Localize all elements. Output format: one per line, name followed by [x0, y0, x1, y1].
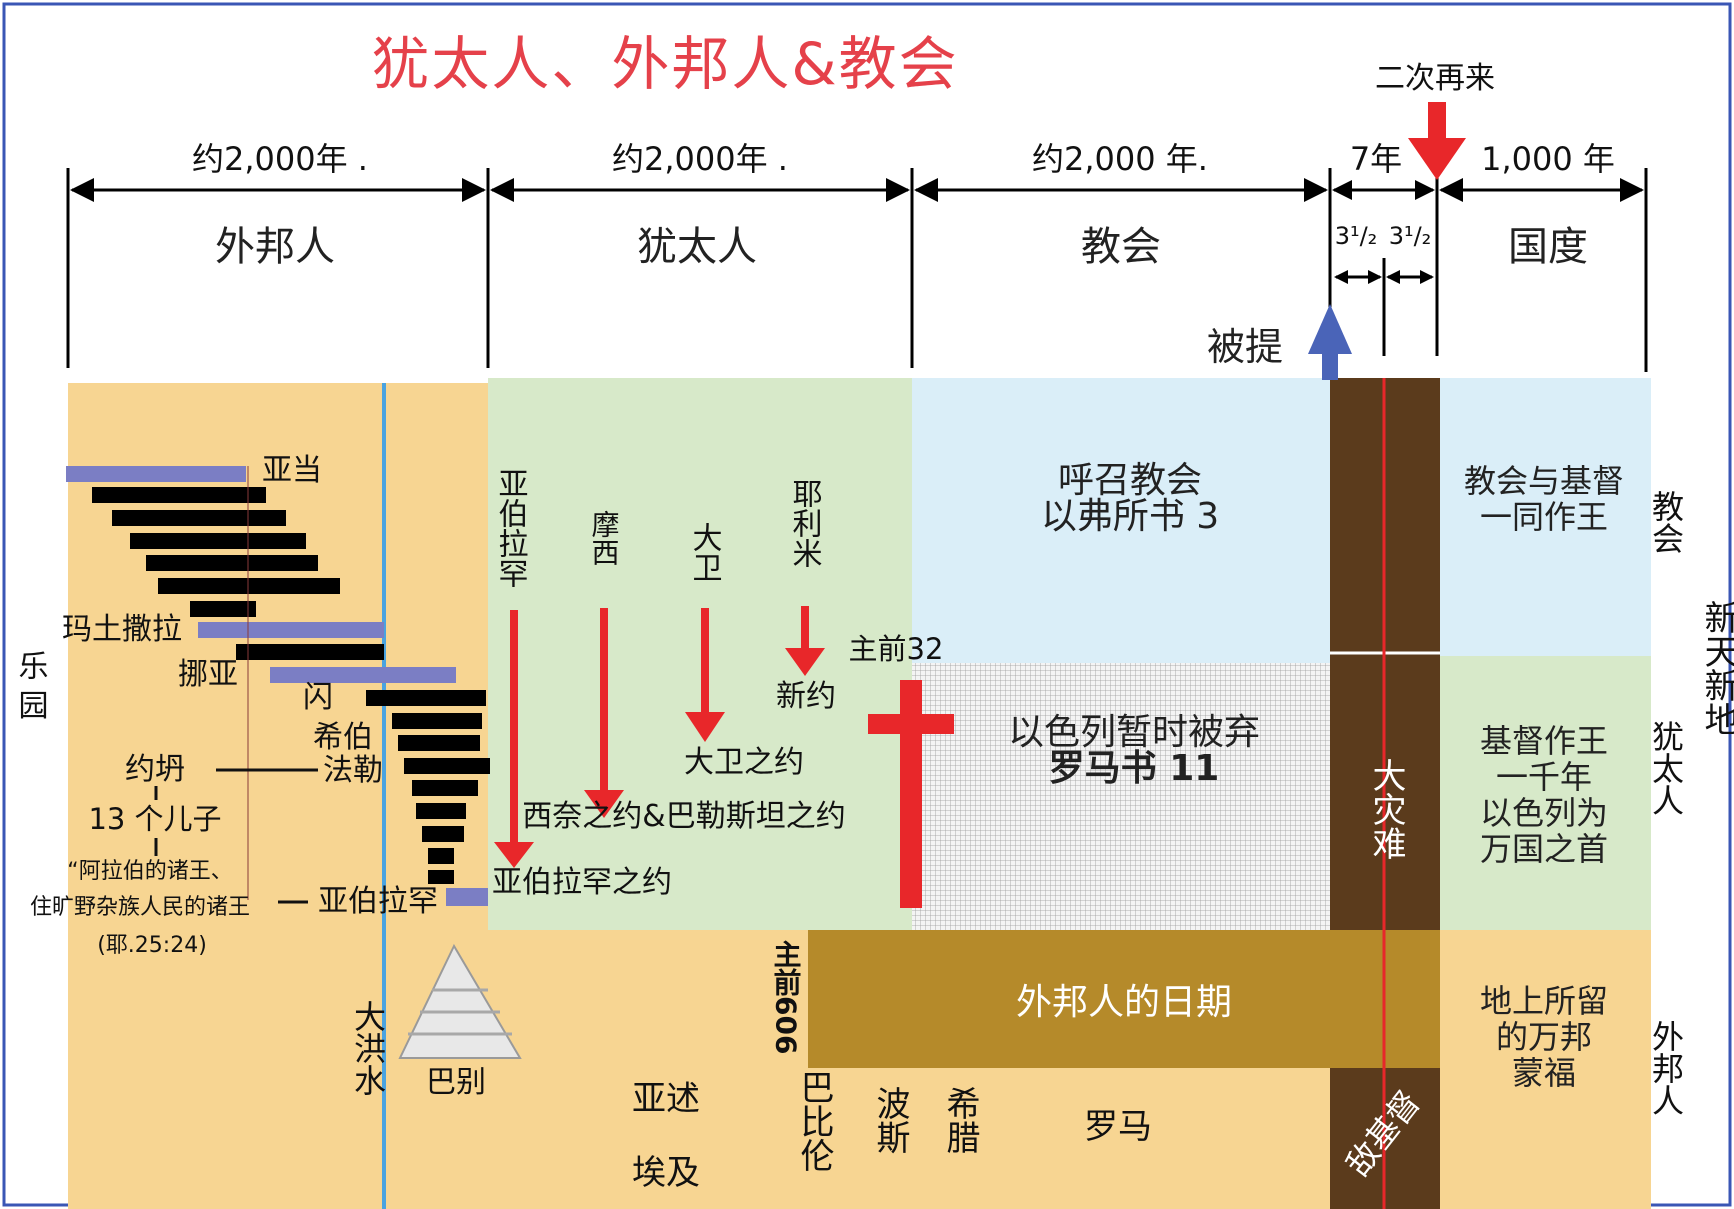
bar-methuselah — [198, 622, 384, 638]
chart-title: 犹太人、外邦人&教会 — [371, 30, 958, 98]
bar-noah — [270, 667, 456, 683]
kingdom-gentiles-line1: 地上所留 — [1480, 982, 1608, 1020]
row-label-gentiles: 外邦人 — [1647, 1020, 1685, 1116]
covenant-jeremiah-name: 耶利米 — [787, 478, 823, 568]
covenant-abraham-name: 亚伯拉罕 — [493, 468, 529, 588]
label-adam: 亚当 — [262, 453, 322, 488]
empire-egypt: 埃及 — [632, 1153, 700, 1193]
bar-shem — [366, 690, 486, 706]
label-noah: 挪亚 — [178, 657, 238, 692]
empire-babylon: 巴比伦 — [794, 1070, 834, 1172]
label-shem: 闪 — [303, 680, 333, 715]
span-seven-years: 7年 — [1350, 140, 1402, 178]
kingdom-church-line1: 教会与基督 — [1464, 462, 1624, 500]
israel-set-aside-line1: 以色列暂时被弃 — [1008, 712, 1260, 753]
paradise-label: 乐 园 — [13, 650, 48, 720]
row-label-church: 教会 — [1647, 490, 1685, 554]
covenant-arrows — [494, 606, 825, 868]
kingdom-jews-region — [1440, 656, 1651, 930]
covenant-moses-name: 摩西 — [588, 510, 621, 566]
empire-assyria: 亚述 — [632, 1079, 700, 1119]
covenant-david-name: 大卫 — [687, 522, 722, 582]
label-sons: 13 个儿子 — [88, 802, 221, 836]
second-coming-arrow — [1408, 102, 1466, 180]
lifespan-bars — [66, 466, 490, 906]
church-call-line1: 呼召教会 — [1058, 460, 1202, 501]
kingdom-jews-line2: 一千年 — [1496, 758, 1592, 796]
new-heaven-earth-label: 新天新地 — [1698, 600, 1734, 736]
second-coming-label: 二次再来 — [1375, 61, 1495, 96]
label-quote-2: 住旷野杂族人民的诸王 — [30, 895, 250, 920]
label-abraham: 亚伯拉罕 — [318, 884, 438, 919]
label-ref: (耶.25:24) — [97, 933, 207, 958]
kingdom-jews-line1: 基督作王 — [1480, 722, 1608, 760]
bc606-label: 主前606 — [770, 940, 803, 1055]
covenant-new: 新约 — [776, 679, 836, 714]
israel-set-aside-region — [912, 663, 1332, 930]
span-half-a: 3¹/₂ — [1335, 222, 1378, 250]
empire-persia: 波斯 — [870, 1086, 910, 1154]
kingdom-jews-line3: 以色列为 — [1480, 794, 1608, 832]
era-church: 教会 — [1081, 224, 1161, 270]
kingdom-gentiles-line2: 的万邦 — [1496, 1018, 1592, 1056]
rapture-label: 被提 — [1207, 325, 1283, 369]
times-of-gentiles-band — [808, 930, 1440, 1068]
covenant-sinai: 西奈之约&巴勒斯坦之约 — [522, 799, 845, 834]
label-joktan: 约坍 — [125, 752, 185, 787]
span-church-years: 约2,000 年. — [1032, 140, 1208, 178]
covenant-davidic: 大卫之约 — [684, 745, 804, 780]
label-quote-1: “阿拉伯的诸王、 — [67, 859, 232, 884]
church-call-region — [912, 378, 1332, 663]
era-kingdom: 国度 — [1508, 224, 1588, 270]
kingdom-jews-line4: 万国之首 — [1480, 830, 1608, 868]
jew-era-region — [488, 378, 912, 930]
babel-label: 巴别 — [426, 1065, 486, 1100]
span-gentile-years: 约2,000年 . — [192, 140, 368, 178]
church-call-line2: 以弗所书 3 — [1041, 496, 1219, 537]
label-eber-1: 希伯 — [313, 720, 373, 755]
cross-icon — [868, 680, 954, 908]
bc32-label: 主前32 — [849, 632, 944, 666]
span-jew-years: 约2,000年 . — [612, 140, 788, 178]
kingdom-church-region — [1440, 378, 1651, 656]
kingdom-gentiles-line3: 蒙福 — [1512, 1054, 1576, 1092]
label-eber-2: 法勒 — [323, 753, 383, 788]
tribulation-label: 大灾难 — [1366, 758, 1406, 860]
label-methuselah: 玛土撒拉 — [62, 612, 182, 647]
span-thousand-years: 1,000 年 — [1481, 140, 1615, 178]
rapture-arrow — [1308, 304, 1352, 380]
empire-greece: 希腊 — [940, 1086, 980, 1154]
flood-label: 大洪水 — [349, 1000, 387, 1096]
era-jews: 犹太人 — [637, 224, 757, 270]
tower-of-babel-image — [398, 943, 522, 1059]
covenant-abrahamic: 亚伯拉罕之约 — [492, 865, 672, 900]
kingdom-church-line2: 一同作王 — [1480, 498, 1608, 536]
bar-adam — [66, 466, 246, 482]
israel-set-aside-line2: 罗马书 11 — [1049, 748, 1220, 789]
span-half-b: 3¹/₂ — [1389, 222, 1432, 250]
empire-rome: 罗马 — [1084, 1107, 1152, 1147]
span-arrows — [66, 150, 1648, 372]
bar-abraham — [446, 888, 488, 906]
era-gentiles: 外邦人 — [215, 224, 335, 270]
row-label-jews: 犹太人 — [1647, 720, 1685, 816]
times-of-gentiles-label: 外邦人的日期 — [1016, 982, 1232, 1023]
kingdom-gentiles-region — [1440, 930, 1651, 1209]
